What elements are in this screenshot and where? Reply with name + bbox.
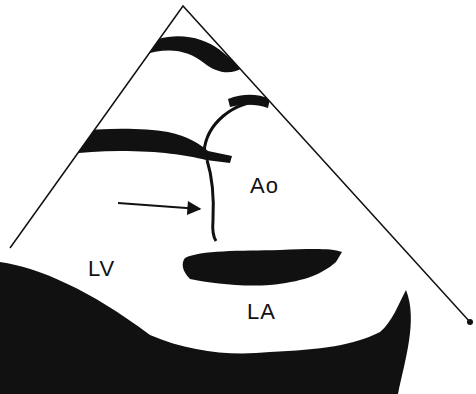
pointer-arrow bbox=[118, 203, 200, 209]
sector-dot bbox=[467, 319, 473, 325]
chamber-label: LA bbox=[247, 301, 276, 323]
sector-outline bbox=[10, 6, 470, 322]
membrane bbox=[207, 160, 216, 241]
chamber-label: Ao bbox=[250, 175, 279, 197]
aortic-root-wall bbox=[204, 101, 268, 152]
heart-structures bbox=[0, 36, 411, 394]
chamber-label: LV bbox=[88, 258, 115, 280]
